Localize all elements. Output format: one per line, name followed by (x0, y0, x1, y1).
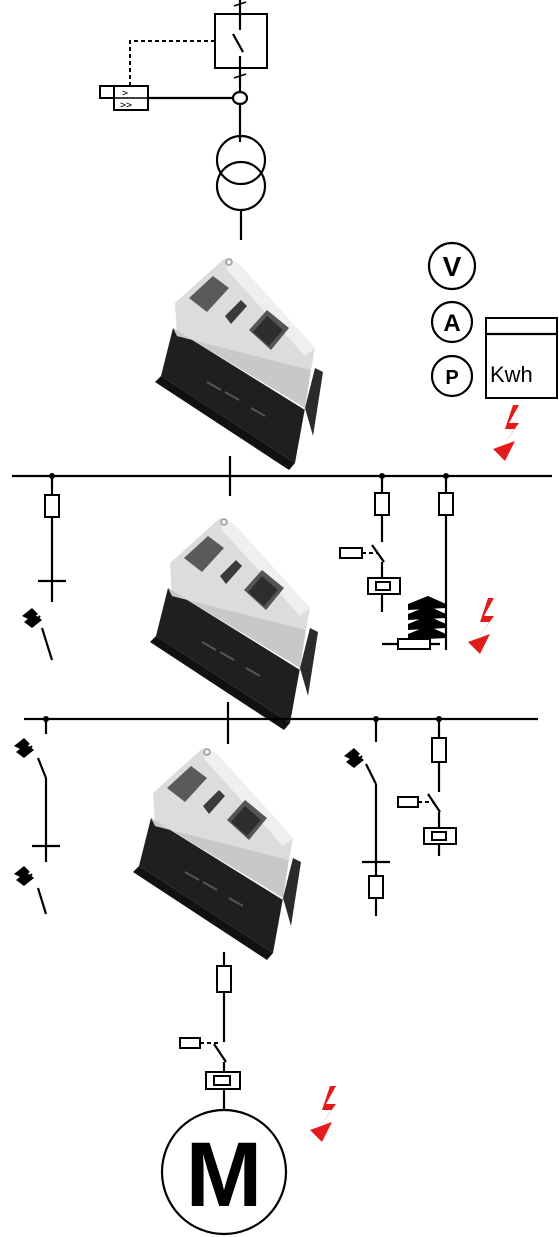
lightning-icon (310, 1086, 336, 1142)
incoming-section: > >> (99, 0, 268, 240)
fuse-icon (216, 965, 232, 993)
overcurrent-label: > (122, 88, 128, 99)
sensor-icon (343, 747, 365, 769)
motor-label: M (186, 1124, 263, 1226)
sensor-icon (13, 737, 35, 759)
feeder-right-4 (397, 719, 457, 856)
energy-meter-icon (485, 317, 558, 399)
voltmeter-label: V (443, 251, 462, 282)
lightning-icon (493, 405, 519, 461)
ammeter-label: A (443, 310, 460, 337)
feeder-right-1 (339, 476, 401, 612)
transformer-icon (215, 134, 267, 240)
monitoring-device-icon (149, 517, 319, 731)
breaker-icon (213, 1043, 227, 1063)
feeder-left-2 (13, 719, 60, 915)
fuse-icon (368, 875, 384, 899)
voltmeter-icon (427, 241, 477, 291)
fuse-icon (438, 492, 454, 516)
sensor-icon (21, 607, 43, 629)
feeder-left-1 (21, 476, 66, 661)
energy-meter-label: Kwh (490, 362, 533, 387)
sensor-icon (13, 865, 35, 887)
motor-icon (160, 1108, 288, 1236)
monitoring-device-icon (132, 747, 302, 961)
powermeter-label: P (445, 367, 458, 389)
breaker-icon (232, 33, 244, 53)
lightning-icon (468, 598, 494, 654)
feeder-right-3 (343, 719, 390, 916)
fuse-icon (431, 737, 447, 763)
meter-panel: V A P Kwh (427, 241, 558, 399)
main-busbar (12, 456, 552, 496)
short-circuit-label: >> (120, 100, 132, 111)
fuse-icon (374, 492, 390, 516)
motor-feeder: M (160, 952, 288, 1236)
protection-relay: > >> (99, 85, 233, 111)
powermeter-icon (430, 354, 474, 398)
ammeter-icon (430, 300, 474, 344)
feeder-right-2 (382, 476, 454, 650)
monitoring-device-icon (154, 257, 324, 471)
fuse-icon (44, 494, 60, 518)
